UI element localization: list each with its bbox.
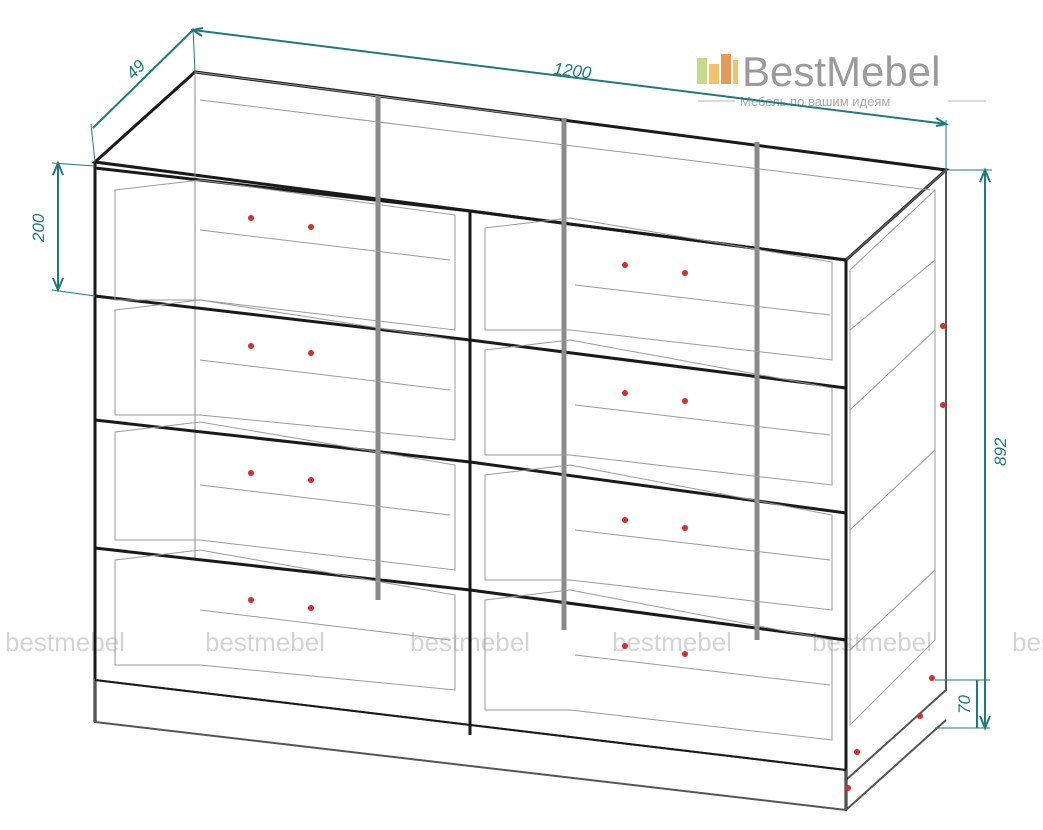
- hardware-markers: [248, 215, 946, 791]
- plinth-dimension-label: 70: [955, 695, 974, 714]
- logo-icon: [697, 54, 738, 84]
- dresser-right-side: [845, 167, 947, 783]
- watermark-text-1: bestmebel: [5, 627, 125, 657]
- watermark-text-6: bestmebel: [1012, 627, 1043, 657]
- depth-dimension-line: [92, 29, 194, 129]
- width-dimension-line: [192, 29, 947, 125]
- logo-tagline: Мебель по вашим идеям: [740, 94, 890, 109]
- dimension-lines: [51, 27, 992, 731]
- width-dimension-label: 1200: [553, 59, 593, 83]
- watermark-text-5: bestmebel: [812, 627, 932, 657]
- depth-dimension-label: 49: [122, 56, 149, 83]
- watermark-text-4: bestmebel: [612, 627, 732, 657]
- logo-name: BestMebel: [742, 48, 940, 95]
- brand-logo: BestMebel Мебель по вашим идеям: [697, 48, 986, 109]
- internal-construction: [114, 71, 936, 741]
- height-dimension-label: 892: [991, 437, 1010, 466]
- dresser-body: [91, 70, 950, 812]
- drawer-dimension-label: 200: [29, 213, 48, 243]
- watermark-text-2: bestmebel: [205, 627, 325, 657]
- watermark-layer: bestmebel bestmebel bestmebel bestmebel …: [5, 627, 1043, 657]
